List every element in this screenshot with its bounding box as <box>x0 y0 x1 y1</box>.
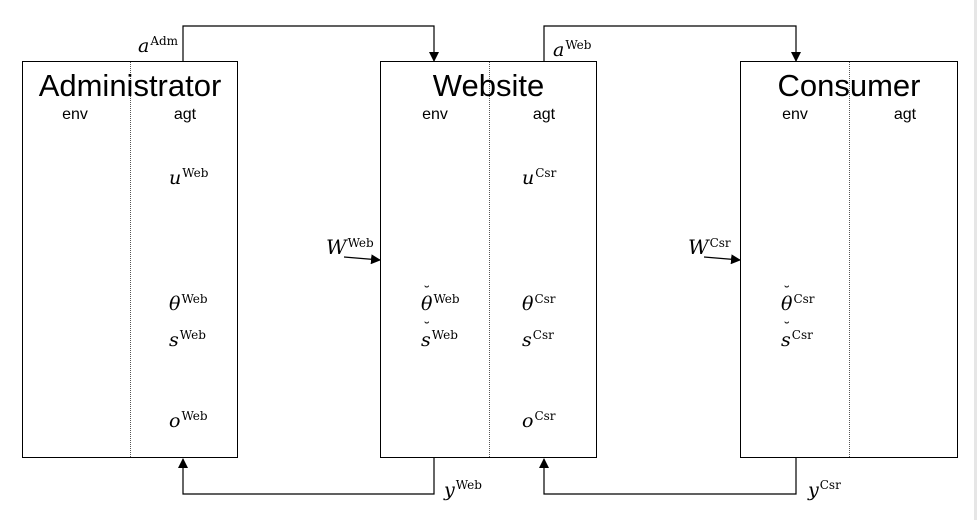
var-s-breve-web: sWeb <box>421 317 458 351</box>
label-w-csr: WCsr <box>688 235 731 259</box>
var-o-web: oWeb <box>169 409 208 432</box>
env-agt-divider <box>130 62 131 457</box>
box-title: Consumer <box>777 68 921 103</box>
label-y-csr: yCsr <box>808 478 841 501</box>
agt-label: agt <box>173 106 197 123</box>
var-s-csr: sCsr <box>522 328 554 351</box>
label-a-adm: aAdm <box>138 34 179 57</box>
box-title: Administrator <box>38 68 222 103</box>
var-theta-breve-csr: θCsr <box>781 281 815 315</box>
label-w-web: WWeb <box>326 235 374 259</box>
label-y-web: yWeb <box>444 478 482 501</box>
arrow-w-web <box>343 254 381 265</box>
consumer-box: Consumer env agt θCsr sCsr <box>740 61 958 458</box>
env-label: env <box>782 106 808 123</box>
arrow-a-web <box>543 25 801 62</box>
var-o-csr: oCsr <box>522 409 556 432</box>
var-u-web: uWeb <box>169 166 209 189</box>
var-theta-breve-web: θWeb <box>421 281 460 315</box>
window-edge <box>974 0 977 520</box>
var-theta-web: θWeb <box>169 292 208 315</box>
arrow-a-adm <box>182 25 439 62</box>
arrow-y-csr <box>539 458 797 495</box>
var-theta-csr: θCsr <box>522 292 556 315</box>
env-label: env <box>422 106 448 123</box>
arrow-w-csr <box>703 254 741 265</box>
env-agt-divider <box>849 62 850 457</box>
env-agt-divider <box>489 62 490 457</box>
label-a-web: aWeb <box>553 38 592 61</box>
agt-label: agt <box>532 106 556 123</box>
box-title: Website <box>432 68 545 103</box>
var-s-breve-csr: sCsr <box>781 317 813 351</box>
website-box: Website env agt θWeb sWeb uCsr θCsr sCsr… <box>380 61 597 458</box>
administrator-box: Administrator env agt uWeb θWeb sWeb oWe… <box>22 61 238 458</box>
env-label: env <box>62 106 88 123</box>
var-u-csr: uCsr <box>522 166 557 189</box>
arrow-y-web <box>178 458 435 495</box>
var-s-web: sWeb <box>169 328 206 351</box>
agt-label: agt <box>893 106 917 123</box>
